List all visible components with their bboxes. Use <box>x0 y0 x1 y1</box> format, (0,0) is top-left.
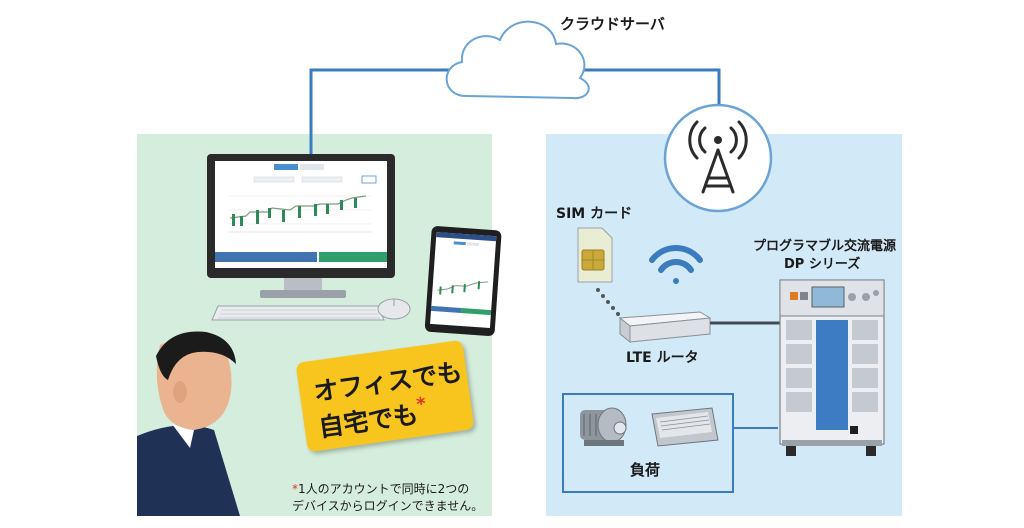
keyboard <box>211 305 385 321</box>
tablet <box>424 226 502 336</box>
connection-lines <box>309 68 721 156</box>
appliance-icon <box>651 407 719 447</box>
wifi-icon <box>649 245 703 284</box>
footnote-line1-wrap: *1人のアカウントで同時に2つの <box>292 481 483 498</box>
footnote-line1: 1人のアカウントで同時に2つの <box>298 482 470 496</box>
footnote-asterisk: * <box>292 482 298 496</box>
power-source-label-line2: DP シリーズ <box>784 257 861 272</box>
motor-icon <box>580 407 627 446</box>
person-illustration <box>137 331 240 516</box>
cloud-icon <box>445 20 590 100</box>
power-source <box>779 279 885 456</box>
desktop-monitor <box>207 154 395 298</box>
sim-card-icon <box>577 227 613 283</box>
footnote: *1人のアカウントで同時に2つの デバイスからログインできません。 <box>292 481 483 515</box>
lte-router <box>618 311 712 344</box>
cloud-server-label: クラウドサーバ <box>560 15 665 33</box>
antenna-tower-icon <box>663 103 773 213</box>
mouse <box>377 298 411 320</box>
load-box <box>562 393 778 493</box>
dotted-link <box>596 288 620 316</box>
badge-asterisk: * <box>415 393 428 416</box>
footnote-line2: デバイスからログインできません。 <box>292 499 484 513</box>
load-label: 負荷 <box>630 461 661 479</box>
badge-line2: 自宅でも <box>316 399 420 443</box>
sim-card-label: SIM カード <box>556 206 633 222</box>
lte-router-label: LTE ルータ <box>626 350 699 366</box>
power-source-label-line1: プログラマブル交流電源 <box>753 239 897 254</box>
